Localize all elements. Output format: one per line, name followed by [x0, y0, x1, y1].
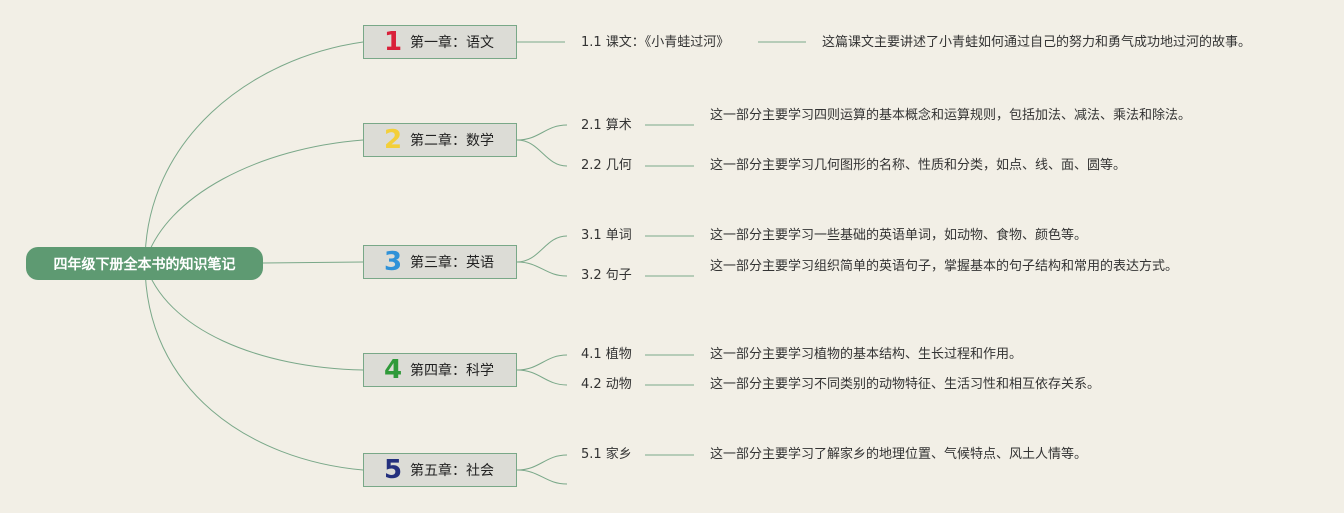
- description-2-2: 这一部分主要学习几何图形的名称、性质和分类，如点、线、面、圆等。: [710, 158, 1127, 173]
- link-root-ch1: [144, 41, 364, 264]
- chapter-number-3: 3: [383, 247, 403, 277]
- chapter-title-3: 第三章：英语: [410, 255, 494, 271]
- description-4-1: 这一部分主要学习植物的基本结构、生长过程和作用。: [710, 347, 1023, 362]
- link-root-ch2: [144, 139, 364, 264]
- chapter-node-1[interactable]: 1 第一章：语文: [363, 25, 517, 59]
- link-ch5-sub2: [516, 469, 568, 485]
- link-root-ch4: [144, 262, 364, 371]
- link-ch5-sub1: [516, 454, 568, 471]
- subtopic-2-2[interactable]: 2.2 几何: [581, 158, 632, 173]
- subtopic-4-1[interactable]: 4.1 植物: [581, 347, 632, 362]
- description-1-1: 这篇课文主要讲述了小青蛙如何通过自己的努力和勇气成功地过河的故事。: [822, 35, 1252, 50]
- subtopic-5-1[interactable]: 5.1 家乡: [581, 447, 632, 462]
- chapter-title-4: 第四章：科学: [410, 363, 494, 379]
- chapter-node-5[interactable]: 5 第五章：社会: [363, 453, 517, 487]
- description-4-2: 这一部分主要学习不同类别的动物特征、生活习性和相互依存关系。: [710, 377, 1101, 392]
- chapter-title-1: 第一章：语文: [410, 35, 494, 51]
- subtopic-1-1[interactable]: 1.1 课文：《小青蛙过河》: [581, 35, 730, 50]
- link-ch3-sub2: [516, 261, 568, 277]
- description-3-2: 这一部分主要学习组织简单的英语句子，掌握基本的句子结构和常用的表达方式。: [710, 259, 1179, 274]
- link-ch4-sub1: [516, 354, 568, 371]
- root-node[interactable]: 四年级下册全本书的知识笔记: [26, 247, 263, 280]
- chapter-number-5: 5: [383, 455, 403, 485]
- description-2-1: 这一部分主要学习四则运算的基本概念和运算规则，包括加法、减法、乘法和除法。: [710, 108, 1192, 123]
- chapter-title-2: 第二章：数学: [410, 133, 494, 149]
- subtopic-3-1[interactable]: 3.1 单词: [581, 228, 632, 243]
- chapter-node-2[interactable]: 2 第二章：数学: [363, 123, 517, 157]
- chapter-number-2: 2: [383, 125, 403, 155]
- subtopic-2-1[interactable]: 2.1 算术: [581, 118, 632, 133]
- subtopic-4-2[interactable]: 4.2 动物: [581, 377, 632, 392]
- chapter-node-3[interactable]: 3 第三章：英语: [363, 245, 517, 279]
- link-ch3-sub1: [516, 235, 568, 263]
- link-ch2-sub1: [516, 124, 568, 141]
- root-title: 四年级下册全本书的知识笔记: [53, 256, 236, 273]
- chapter-title-5: 第五章：社会: [410, 463, 494, 479]
- link-root-ch3: [262, 261, 364, 264]
- subtopic-3-2[interactable]: 3.2 句子: [581, 268, 632, 283]
- chapter-number-1: 1: [383, 27, 403, 57]
- chapter-number-4: 4: [383, 355, 403, 385]
- description-3-1: 这一部分主要学习一些基础的英语单词，如动物、食物、颜色等。: [710, 228, 1088, 243]
- chapter-node-4[interactable]: 4 第四章：科学: [363, 353, 517, 387]
- link-ch4-sub2: [516, 369, 568, 386]
- link-root-ch5: [144, 262, 364, 471]
- link-ch2-sub2: [516, 139, 568, 167]
- description-5-1: 这一部分主要学习了解家乡的地理位置、气候特点、风土人情等。: [710, 447, 1088, 462]
